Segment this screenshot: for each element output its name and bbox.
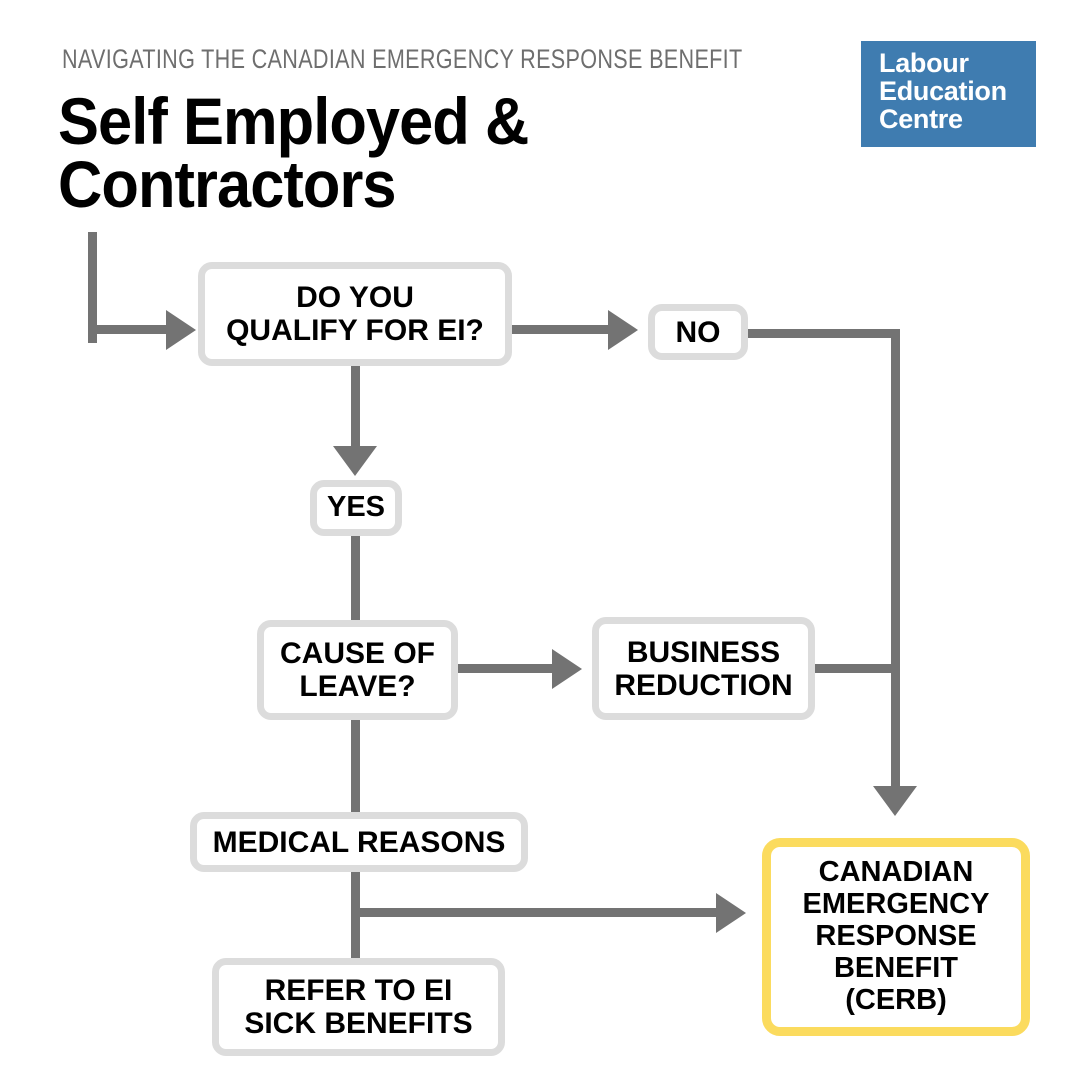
connector-medical-to-cerb <box>351 908 731 917</box>
eyebrow-text: NAVIGATING THE CANADIAN EMERGENCY RESPON… <box>62 44 743 74</box>
node-qualify-line-2: QUALIFY FOR EI? <box>226 314 484 347</box>
connector-business-to-trunk <box>815 664 900 673</box>
node-refer-line-2: SICK BENEFITS <box>244 1007 473 1040</box>
node-qualify-line-1: DO YOU <box>296 281 414 314</box>
node-business-line-2: REDUCTION <box>614 668 793 702</box>
node-no[interactable]: NO <box>648 304 748 360</box>
node-medical-reasons-text: MEDICAL REASONS <box>212 825 506 859</box>
node-qualify-for-ei-text: DO YOU QUALIFY FOR EI? <box>220 281 490 347</box>
page-title-line-1: Self Employed & <box>58 84 529 158</box>
page-title: Self Employed & Contractors <box>58 84 529 222</box>
arrow-trunk-to-cerb <box>873 786 917 816</box>
node-refer-ei-sick-benefits-text: REFER TO EI SICK BENEFITS <box>238 974 478 1040</box>
logo-line-3: Centre <box>879 104 963 135</box>
connector-right-trunk <box>891 329 900 791</box>
logo-line-1: Labour <box>879 48 969 78</box>
connector-qualify-to-no <box>512 325 622 334</box>
node-cerb[interactable]: CANADIAN EMERGENCY RESPONSE BENEFIT (CER… <box>762 838 1030 1036</box>
connector-medical-down <box>351 868 360 973</box>
node-business-line-1: BUSINESS <box>626 635 781 669</box>
connector-qualify-to-yes <box>351 365 360 451</box>
node-cerb-line-1: CANADIAN <box>818 856 974 889</box>
page-title-line-2: Contractors <box>58 147 397 222</box>
node-cerb-line-3: RESPONSE <box>815 920 977 953</box>
node-business-reduction[interactable]: BUSINESS REDUCTION <box>592 617 815 720</box>
node-cerb-text: CANADIAN EMERGENCY RESPONSE BENEFIT (CER… <box>797 856 996 1016</box>
node-medical-reasons[interactable]: MEDICAL REASONS <box>190 812 528 872</box>
arrow-medical-to-cerb <box>716 893 746 933</box>
node-yes-text: YES <box>326 491 386 524</box>
node-cause-line-2: LEAVE? <box>299 670 416 703</box>
arrow-entry-to-qualify <box>166 310 196 350</box>
arrow-qualify-to-yes <box>333 446 377 476</box>
connector-entry-horizontal <box>88 325 178 334</box>
node-qualify-for-ei[interactable]: DO YOU QUALIFY FOR EI? <box>198 262 512 366</box>
connector-yes-to-cause <box>351 535 360 625</box>
node-refer-ei-sick-benefits[interactable]: REFER TO EI SICK BENEFITS <box>212 958 505 1056</box>
arrow-cause-to-business <box>552 649 582 689</box>
node-cause-of-leave-text: CAUSE OF LEAVE? <box>274 637 441 703</box>
connector-entry-vertical <box>88 232 97 343</box>
node-cerb-line-4: BENEFIT <box>833 951 959 984</box>
node-no-text: NO <box>675 315 721 349</box>
node-refer-line-1: REFER TO EI <box>264 974 453 1007</box>
labour-education-centre-logo: Labour Education Centre <box>861 41 1036 147</box>
node-cause-of-leave[interactable]: CAUSE OF LEAVE? <box>257 620 458 720</box>
arrow-qualify-to-no <box>608 310 638 350</box>
connector-cause-to-medical <box>351 715 360 820</box>
connector-cause-to-business <box>458 664 568 673</box>
connector-no-to-trunk <box>748 329 900 338</box>
node-cerb-line-2: EMERGENCY <box>802 888 990 921</box>
node-business-reduction-text: BUSINESS REDUCTION <box>608 636 798 702</box>
node-cerb-line-5: (CERB) <box>845 983 947 1016</box>
node-yes[interactable]: YES <box>310 480 402 536</box>
node-cause-line-1: CAUSE OF <box>279 637 435 670</box>
logo-line-2: Education <box>879 76 1007 107</box>
